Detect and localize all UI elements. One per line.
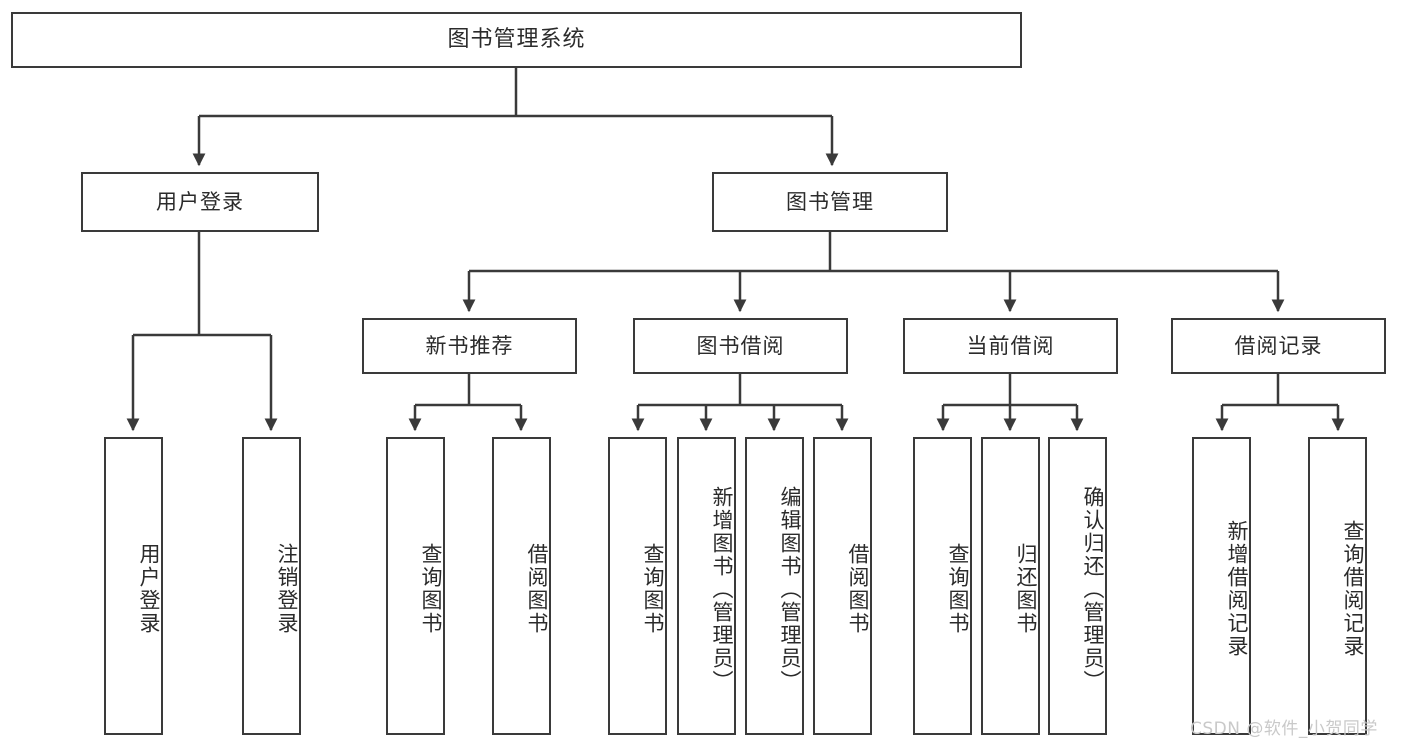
leaf-return-book[interactable]: 归还图书 bbox=[981, 437, 1040, 735]
csdn-watermark: CSDN @软件_小贺同学 bbox=[1190, 719, 1378, 739]
leaf-query-book-borrow[interactable]: 查询图书 bbox=[608, 437, 667, 735]
node-borrow-record[interactable]: 借阅记录 bbox=[1171, 318, 1386, 374]
node-book-borrow[interactable]: 图书借阅 bbox=[633, 318, 848, 374]
leaf-borrow-book-recommend[interactable]: 借阅图书 bbox=[492, 437, 551, 735]
node-current-borrow[interactable]: 当前借阅 bbox=[903, 318, 1118, 374]
leaf-add-borrow-record[interactable]: 新增借阅记录 bbox=[1192, 437, 1251, 735]
leaf-edit-book-admin[interactable]: 编辑图书（管理员） bbox=[745, 437, 804, 735]
leaf-query-book-recommend[interactable]: 查询图书 bbox=[386, 437, 445, 735]
leaf-query-borrow-record[interactable]: 查询借阅记录 bbox=[1308, 437, 1367, 735]
leaf-confirm-return-admin[interactable]: 确认归还（管理员） bbox=[1048, 437, 1107, 735]
node-new-book-recommend[interactable]: 新书推荐 bbox=[362, 318, 577, 374]
leaf-query-book-current[interactable]: 查询图书 bbox=[913, 437, 972, 735]
leaf-borrow-book-borrow[interactable]: 借阅图书 bbox=[813, 437, 872, 735]
leaf-add-book-admin[interactable]: 新增图书（管理员） bbox=[677, 437, 736, 735]
leaf-user-login[interactable]: 用户登录 bbox=[104, 437, 163, 735]
node-book-management[interactable]: 图书管理 bbox=[712, 172, 948, 232]
leaf-logout[interactable]: 注销登录 bbox=[242, 437, 301, 735]
node-root-system[interactable]: 图书管理系统 bbox=[11, 12, 1022, 68]
node-user-login[interactable]: 用户登录 bbox=[81, 172, 319, 232]
